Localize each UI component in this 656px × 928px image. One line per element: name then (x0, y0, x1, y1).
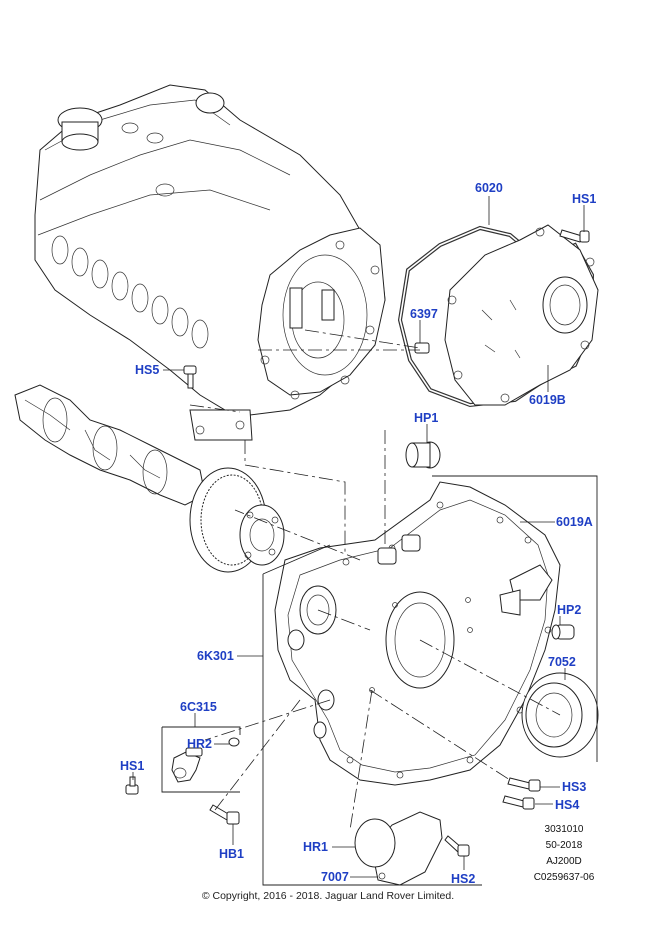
callout-6c315[interactable]: 6C315 (180, 700, 217, 714)
reference-code: 3031010 (544, 824, 584, 835)
callout-hp2[interactable]: HP2 (557, 603, 582, 617)
callout-6397[interactable]: 6397 (410, 307, 438, 321)
assembly-centerlines (189, 329, 561, 831)
copyright-notice: © Copyright, 2016 - 2018. Jaguar Land Ro… (201, 890, 455, 902)
bolt-hs4 (502, 795, 535, 810)
bolt-hs2 (444, 835, 470, 857)
group-frames (161, 475, 598, 886)
callout-hr1[interactable]: HR1 (303, 840, 329, 854)
plug-hp1 (405, 441, 441, 469)
callout-hs4[interactable]: HS4 (555, 798, 580, 812)
reference-block: 3031010 50-2018 AJ200D C0259637-06 (519, 822, 609, 886)
callout-6020[interactable]: 6020 (475, 181, 503, 195)
reference-engine: AJ200D (546, 856, 582, 867)
bolt-hs3 (507, 777, 541, 792)
reference-image-id: C0259637-06 (533, 872, 595, 883)
bolt-hs1-top (559, 229, 590, 243)
dowel-6397 (414, 342, 430, 354)
rear-cover-6019b (444, 224, 599, 406)
callout-hs5[interactable]: HS5 (135, 363, 160, 377)
callout-6019b[interactable]: 6019B (529, 393, 566, 407)
front-cover-housing-6k301 (274, 481, 561, 786)
o-ring-hr1 (354, 818, 396, 868)
plug-hp2 (551, 624, 575, 640)
callout-hs3[interactable]: HS3 (562, 780, 587, 794)
crank-sensor-6c315 (171, 747, 203, 783)
crankshaft-illustration (14, 384, 206, 506)
bolt-hs1-sensor (125, 776, 139, 795)
callout-hr2[interactable]: HR2 (187, 737, 213, 751)
callout-hb1[interactable]: HB1 (219, 847, 245, 861)
callout-hp1[interactable]: HP1 (414, 411, 439, 425)
leader-lines (132, 196, 585, 878)
callout-hs1-sensor[interactable]: HS1 (120, 759, 145, 773)
bolt-hb1 (209, 804, 240, 825)
reference-date: 50-2018 (545, 840, 583, 851)
callout-hs2[interactable]: HS2 (451, 872, 476, 886)
engine-cylinder-head-illustration (34, 84, 386, 441)
callout-6k301[interactable]: 6K301 (197, 649, 234, 663)
callout-7052[interactable]: 7052 (548, 655, 576, 669)
o-ring-hr2 (228, 737, 240, 747)
callout-6019a[interactable]: 6019A (556, 515, 593, 529)
callout-hs1-top[interactable]: HS1 (572, 192, 597, 206)
callout-7007[interactable]: 7007 (321, 870, 349, 884)
bolt-hs5 (183, 365, 197, 389)
flywheel-gear-illustration (189, 467, 285, 573)
